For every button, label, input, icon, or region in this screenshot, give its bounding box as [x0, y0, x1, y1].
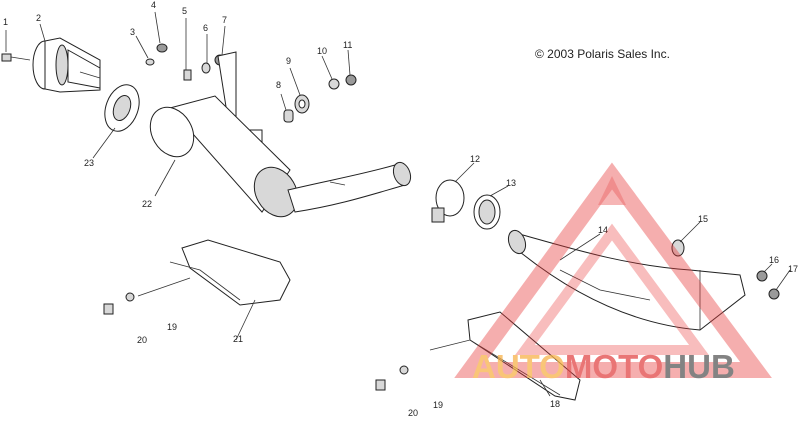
nut-16 [756, 270, 768, 282]
callout-23: 23 [84, 158, 94, 168]
callout-15: 15 [698, 214, 708, 224]
watermark-triangle-logo [454, 162, 772, 378]
watermark-hub: HUB [663, 348, 735, 385]
callout-9: 9 [286, 56, 291, 66]
callout-20b: 20 [408, 408, 418, 418]
callout-7: 7 [222, 15, 227, 25]
gasket-23 [104, 84, 140, 132]
heat-shield-21 [169, 239, 291, 306]
callout-19a: 19 [167, 322, 177, 332]
callout-1: 1 [3, 17, 8, 27]
washer-3 [145, 58, 155, 66]
watermark-text: AUTOMOTOHUB [472, 348, 735, 385]
head-pipe-14 [507, 229, 746, 331]
callout-4: 4 [151, 0, 156, 10]
callout-10: 10 [317, 46, 327, 56]
callout-18: 18 [550, 399, 560, 409]
heat-shield-18 [429, 311, 581, 401]
bolt-20a [103, 303, 114, 315]
end-cap-assembly [32, 37, 101, 93]
callout-21: 21 [233, 334, 243, 344]
nut-4 [156, 43, 168, 53]
callout-19b: 19 [433, 400, 443, 410]
bolt-1 [1, 53, 31, 62]
grommet-9 [294, 94, 310, 114]
callout-22: 22 [142, 199, 152, 209]
watermark: AUTOMOTOHUB [454, 162, 772, 385]
clamp-12 [431, 179, 465, 223]
callout-17: 17 [788, 264, 798, 274]
washer-19a [125, 292, 135, 302]
callout-8: 8 [276, 80, 281, 90]
nut-17 [768, 288, 780, 300]
callout-6: 6 [203, 23, 208, 33]
bolt-5 [183, 69, 192, 81]
callout-16: 16 [769, 255, 779, 265]
watermark-moto: MOTO [565, 348, 663, 385]
nut-11 [345, 74, 357, 86]
washer-6 [201, 62, 211, 74]
copyright-text: © 2003 Polaris Sales Inc. [535, 47, 670, 61]
bolt-20b [375, 379, 386, 391]
callout-11: 11 [343, 40, 352, 50]
gasket-15 [671, 239, 685, 257]
washer-19b [399, 365, 409, 375]
callout-13: 13 [506, 178, 516, 188]
spacer-8 [283, 109, 294, 123]
muffler-22 [149, 95, 412, 218]
callout-labels: 1 2 3 4 5 6 7 8 9 10 11 12 13 14 15 16 1… [3, 0, 798, 418]
callout-3: 3 [130, 27, 135, 37]
callout-14: 14 [598, 225, 608, 235]
washer-10 [328, 78, 340, 90]
leader-lines [5, 11, 791, 397]
callout-5: 5 [182, 6, 187, 16]
watermark-auto: AUTO [472, 348, 565, 385]
callout-20a: 20 [137, 335, 147, 345]
callout-2: 2 [36, 13, 41, 23]
callout-12: 12 [470, 154, 480, 164]
sleeve-13 [473, 194, 501, 230]
